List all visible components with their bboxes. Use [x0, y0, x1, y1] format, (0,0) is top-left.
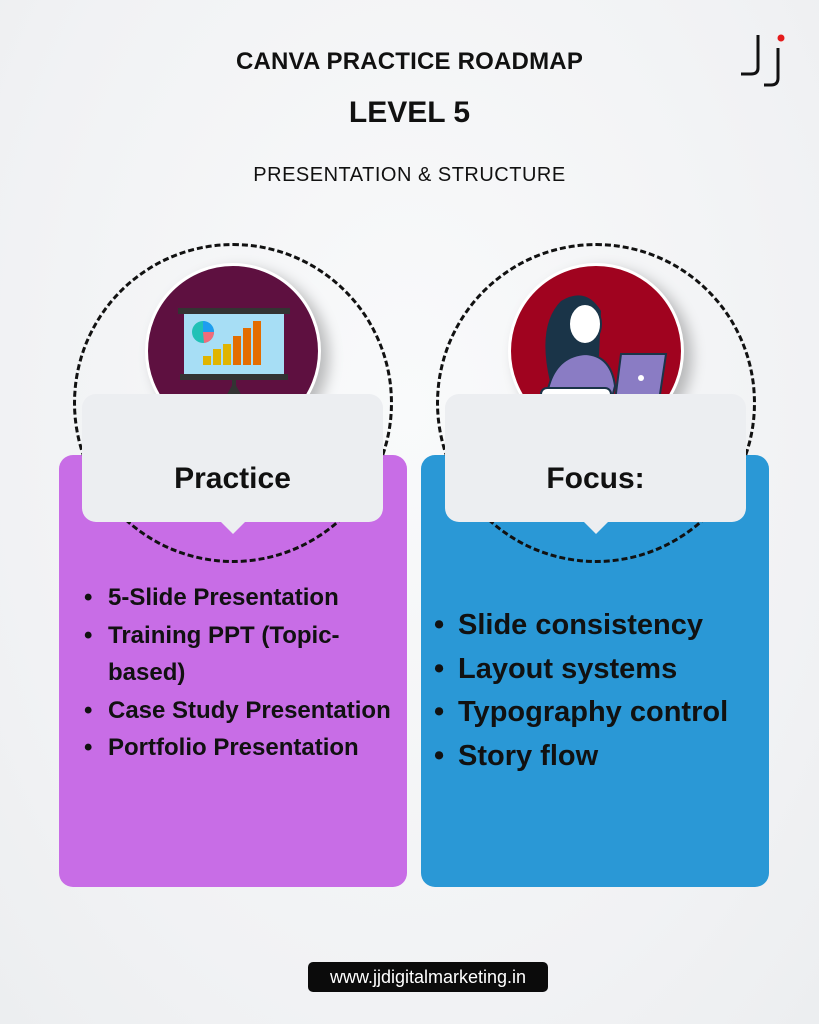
list-item: Training PPT (Topic-based)	[80, 617, 400, 692]
subtitle: PRESENTATION & STRUCTURE	[253, 164, 566, 186]
roadmap-title: CANVA PRACTICE ROADMAP	[235, 48, 584, 75]
jj-logo	[741, 34, 785, 87]
practice-label: Practice	[82, 394, 383, 534]
list-item: Layout systems	[430, 648, 760, 692]
list-item: 5-Slide Presentation	[80, 579, 400, 617]
list-item: Slide consistency	[430, 604, 760, 648]
focus-label: Focus:	[445, 394, 746, 534]
list-item: Story flow	[430, 735, 760, 779]
list-item: Typography control	[430, 691, 760, 735]
list-item: Case Study Presentation	[80, 692, 400, 730]
list-item: Portfolio Presentation	[80, 729, 400, 767]
practice-list: 5-Slide Presentation Training PPT (Topic…	[80, 579, 400, 767]
level-title: LEVEL 5	[348, 96, 471, 129]
focus-list: Slide consistency Layout systems Typogra…	[430, 604, 760, 778]
website-link[interactable]: www.jjdigitalmarketing.in	[308, 962, 548, 992]
dashed-ring	[436, 243, 756, 563]
dashed-ring	[73, 243, 393, 563]
